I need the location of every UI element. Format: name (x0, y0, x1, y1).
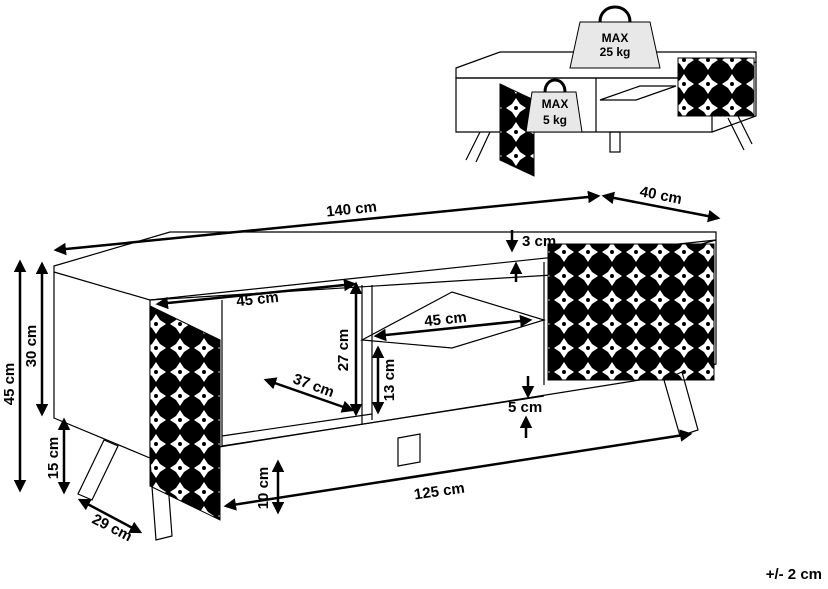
tolerance-note: +/- 2 cm (765, 566, 822, 583)
label-height-total: 45 cm (1, 363, 18, 406)
label-width-total: 140 cm (325, 198, 377, 220)
label-base-width: 125 cm (413, 480, 466, 504)
weight-icon-top: MAX 25 kg (569, 5, 661, 69)
label-cabinet-height: 30 cm (23, 325, 40, 368)
inset-sketch: MAX 25 kg MAX 5 kg (455, 5, 757, 177)
leg-back-right (397, 433, 421, 467)
label-inner-height-left: 27 cm (335, 329, 352, 372)
left-door-open (149, 305, 221, 521)
label-shelf-width: 45 cm (423, 309, 467, 330)
weight-icon-shelf: MAX 5 kg (525, 78, 583, 133)
right-door (547, 243, 715, 381)
label-bottom-gap: 5 cm (508, 399, 542, 416)
inset-door-right (677, 57, 755, 117)
leg-front-left-2 (149, 455, 173, 541)
weight-shelf-line2: 5 kg (543, 113, 567, 127)
weight-top-line2: 25 kg (600, 45, 631, 59)
inset-door-left-open (499, 83, 535, 177)
dimension-arrows (13, 190, 721, 534)
label-floor-clearance: 10 cm (255, 467, 272, 510)
label-top-gap: 3 cm (522, 233, 556, 250)
weight-shelf-line1: MAX (542, 97, 569, 111)
weight-top-line1: MAX (602, 31, 629, 45)
label-leg-height: 15 cm (45, 437, 62, 480)
leg-front-left (77, 439, 119, 501)
main-cabinet (53, 231, 717, 541)
label-shelf-gap: 13 cm (381, 359, 398, 402)
leg-front-right (663, 371, 699, 437)
label-inner-width-left: 45 cm (235, 289, 279, 310)
